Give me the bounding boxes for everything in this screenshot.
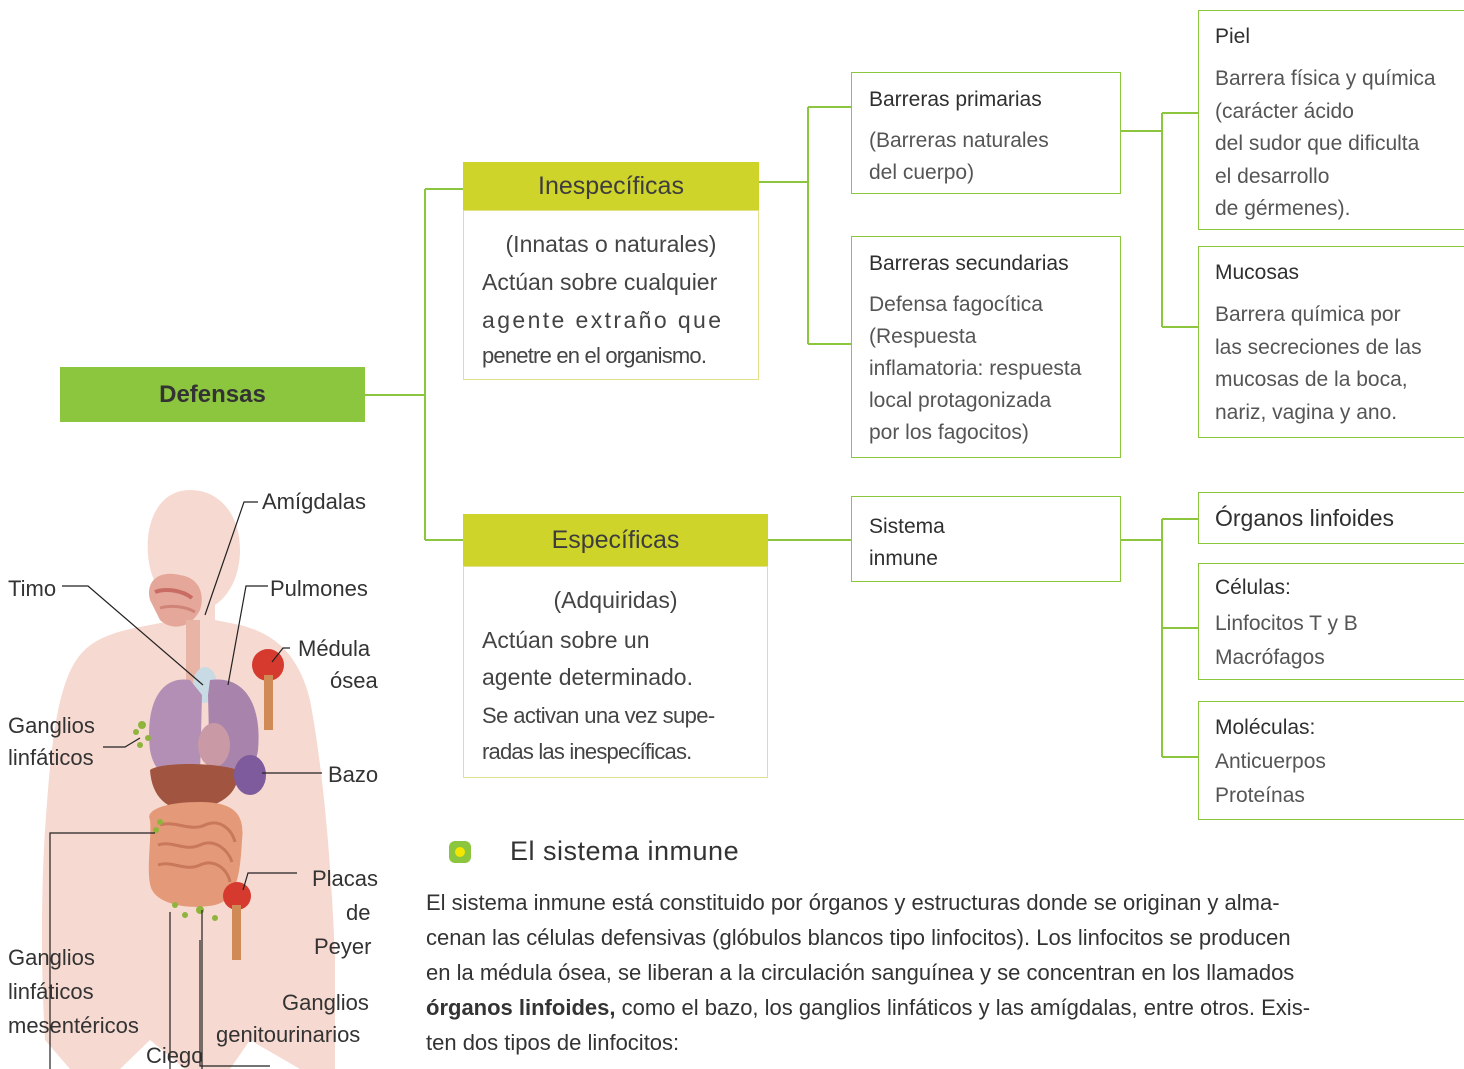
- bold-term-organos-linfoides: órganos linfoides,: [426, 995, 615, 1020]
- moleculas-text: Anticuerpos Proteínas: [1215, 745, 1326, 813]
- barreras-secundarias-box: Barreras secundarias Defensa fagocítica …: [851, 236, 1121, 458]
- paragraph-line: ten dos tipos de linfocitos:: [426, 1025, 1464, 1060]
- barreras-secundarias-line: Defensa fagocítica: [869, 289, 1081, 321]
- celulas-title: Células:: [1215, 576, 1291, 600]
- organos-linfoides-title: Órganos linfoides: [1215, 505, 1394, 532]
- especificas-line-3: Se activan una vez supe-: [482, 703, 715, 729]
- moleculas-line: Proteínas: [1215, 779, 1326, 813]
- label-mesentericos-3: mesentéricos: [8, 1013, 139, 1039]
- paragraph-line: órganos linfoides, como el bazo, los gan…: [426, 990, 1464, 1025]
- label-genitourinarios-1: Ganglios: [282, 990, 369, 1016]
- paragraph-line: en la médula ósea, se liberan a la circu…: [426, 955, 1464, 990]
- barreras-primarias-box: Barreras primarias (Barreras naturales d…: [851, 72, 1121, 194]
- especificas-box: (Adquiridas) Actúan sobre un agente dete…: [463, 566, 768, 778]
- label-ciego: Ciego: [146, 1043, 203, 1069]
- moleculas-title: Moléculas:: [1215, 716, 1315, 740]
- moleculas-box: Moléculas: Anticuerpos Proteínas: [1198, 701, 1464, 820]
- paragraph-line: cenan las células defensivas (glóbulos b…: [426, 920, 1464, 955]
- mucosas-title: Mucosas: [1215, 261, 1299, 285]
- barreras-secundarias-title: Barreras secundarias: [869, 252, 1069, 276]
- oral-cavity: [149, 574, 202, 627]
- label-placas-2: de: [346, 900, 370, 926]
- sistema-inmune-line: inmune: [869, 543, 945, 575]
- label-medula-1: Médula: [298, 636, 370, 662]
- barreras-primarias-title: Barreras primarias: [869, 88, 1042, 112]
- paragraph-line-rest: como el bazo, los ganglios linfáticos y …: [615, 995, 1310, 1020]
- label-ganglios-linfaticos-2: linfáticos: [8, 745, 94, 771]
- barreras-primarias-line: (Barreras naturales: [869, 125, 1049, 157]
- celulas-text: Linfocitos T y B Macrófagos: [1215, 607, 1358, 675]
- sistema-inmune-box: Sistema inmune: [851, 496, 1121, 582]
- section-paragraph: El sistema inmune está constituido por ó…: [426, 885, 1464, 1060]
- inespecificas-box: (Innatas o naturales) Actúan sobre cualq…: [463, 210, 759, 380]
- piel-line: el desarrollo: [1215, 161, 1436, 194]
- especificas-line-1: Actúan sobre un: [482, 627, 650, 654]
- mucosas-line: Barrera química por: [1215, 299, 1422, 332]
- bone-marrow-shaft: [264, 675, 273, 730]
- piel-line: de gérmenes).: [1215, 193, 1436, 226]
- paragraph-line: El sistema inmune está constituido por ó…: [426, 885, 1464, 920]
- label-pulmones: Pulmones: [270, 576, 368, 602]
- sistema-inmune-text: Sistema inmune: [869, 511, 945, 575]
- especificas-line-2: agente determinado.: [482, 664, 693, 691]
- spleen: [234, 755, 266, 795]
- barreras-primarias-text: (Barreras naturales del cuerpo): [869, 125, 1049, 189]
- piel-box: Piel Barrera física y química (carácter …: [1198, 10, 1464, 230]
- piel-line: del sudor que dificulta: [1215, 128, 1436, 161]
- section-bullet-icon: [449, 841, 471, 863]
- label-genitourinarios-2: genitourinarios: [216, 1022, 360, 1048]
- piel-text: Barrera física y química (carácter ácido…: [1215, 63, 1436, 226]
- label-timo: Timo: [8, 576, 56, 602]
- label-mesentericos-2: linfáticos: [8, 979, 94, 1005]
- especificas-title: Específicas: [552, 526, 680, 554]
- mucosas-line: mucosas de la boca,: [1215, 364, 1422, 397]
- inespecificas-subtitle: (Innatas o naturales): [464, 231, 758, 258]
- celulas-line: Macrófagos: [1215, 641, 1358, 675]
- especificas-header: Específicas: [463, 514, 768, 566]
- barreras-secundarias-line: local protagonizada: [869, 385, 1081, 417]
- piel-line: (carácter ácido: [1215, 96, 1436, 129]
- label-medula-2: ósea: [330, 668, 378, 694]
- barreras-primarias-line: del cuerpo): [869, 157, 1049, 189]
- label-ganglios-linfaticos-1: Ganglios: [8, 713, 95, 739]
- barreras-secundarias-text: Defensa fagocítica (Respuesta inflamator…: [869, 289, 1081, 449]
- mucosas-box: Mucosas Barrera química por las secrecio…: [1198, 246, 1464, 438]
- label-amigdalas: Amígdalas: [262, 489, 366, 515]
- moleculas-line: Anticuerpos: [1215, 745, 1326, 779]
- inespecificas-title: Inespecíficas: [538, 172, 684, 200]
- inespecificas-header: Inespecíficas: [463, 162, 759, 210]
- especificas-line-4: radas las inespecíficas.: [482, 739, 691, 765]
- heart: [198, 723, 230, 767]
- inespecificas-line-1: Actúan sobre cualquier: [482, 269, 717, 296]
- mucosas-line: las secreciones de las: [1215, 332, 1422, 365]
- inespecificas-line-3: penetre en el organismo.: [482, 343, 706, 369]
- section-heading: El sistema inmune: [510, 836, 739, 867]
- especificas-subtitle: (Adquiridas): [464, 587, 767, 614]
- mucosas-text: Barrera química por las secreciones de l…: [1215, 299, 1422, 429]
- defensas-box: Defensas: [60, 367, 365, 422]
- label-placas-3: Peyer: [314, 934, 371, 960]
- label-placas-1: Placas: [312, 866, 378, 892]
- barreras-secundarias-line: inflamatoria: respuesta: [869, 353, 1081, 385]
- organos-linfoides-box: Órganos linfoides: [1198, 492, 1464, 544]
- barreras-secundarias-line: (Respuesta: [869, 321, 1081, 353]
- celulas-box: Células: Linfocitos T y B Macrófagos: [1198, 563, 1464, 680]
- piel-line: Barrera física y química: [1215, 63, 1436, 96]
- celulas-line: Linfocitos T y B: [1215, 607, 1358, 641]
- label-mesentericos-1: Ganglios: [8, 945, 95, 971]
- piel-title: Piel: [1215, 25, 1250, 49]
- barreras-secundarias-line: por los fagocitos): [869, 417, 1081, 449]
- sistema-inmune-line: Sistema: [869, 511, 945, 543]
- inespecificas-line-2: agente extraño que: [482, 307, 723, 334]
- defensas-label: Defensas: [159, 381, 266, 409]
- label-bazo: Bazo: [328, 762, 378, 788]
- mucosas-line: nariz, vagina y ano.: [1215, 397, 1422, 430]
